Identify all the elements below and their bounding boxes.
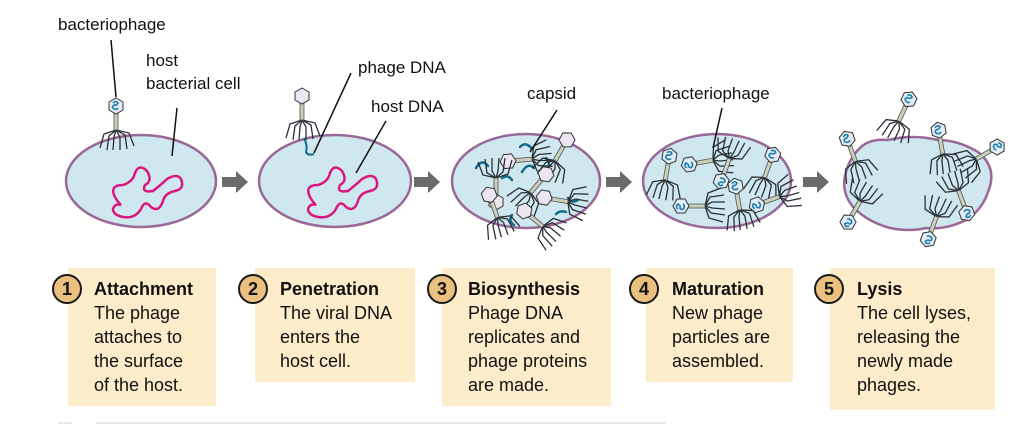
label-host-dna: host DNA xyxy=(371,97,444,116)
step-title: Maturation xyxy=(672,279,764,299)
step-badge-5: 5 xyxy=(814,274,844,304)
label-bacteriophage-2: bacteriophage xyxy=(662,84,770,103)
step-description: Phage DNA replicates and phage proteins … xyxy=(468,303,588,395)
cell-lysis xyxy=(827,84,1014,253)
step-badge-2: 2 xyxy=(238,274,268,304)
step-title: Attachment xyxy=(94,279,194,299)
lytic-cycle-diagram: bacteriophage host bacterial cell phage … xyxy=(58,15,1014,253)
step-text-lysis: Lysis The cell lyses, releasing the newl… xyxy=(857,277,971,397)
divider xyxy=(96,422,666,424)
step-box-penetration xyxy=(255,268,415,382)
step-description: The viral DNA enters the host cell. xyxy=(280,303,393,371)
step-box-biosynthesis xyxy=(442,268,611,406)
step-text-attachment: Attachment The phage attaches to the sur… xyxy=(94,277,193,397)
step-badge-1: 1 xyxy=(52,274,82,304)
step-box-lysis xyxy=(830,268,995,410)
step-text-maturation: Maturation New phage particles are assem… xyxy=(672,277,770,373)
arrow-icon xyxy=(222,171,248,193)
host-dna xyxy=(306,166,379,219)
arrow-icon xyxy=(606,171,632,193)
cell-attachment xyxy=(64,97,218,229)
cell-biosynthesis xyxy=(450,124,602,253)
label-phage-dna: phage DNA xyxy=(358,58,447,77)
divider xyxy=(58,422,72,424)
arrow-icon xyxy=(414,171,440,193)
step-box-maturation xyxy=(646,268,793,382)
step-text-biosynthesis: Biosynthesis Phage DNA replicates and ph… xyxy=(468,277,587,397)
step-title: Penetration xyxy=(280,279,380,299)
step-description: The cell lyses, releasing the newly made… xyxy=(857,303,972,395)
cell-maturation xyxy=(641,132,805,234)
label-bacteriophage: bacteriophage xyxy=(58,15,166,34)
arrow-icon xyxy=(803,171,829,193)
label-bacterial-cell: bacterial cell xyxy=(146,74,241,93)
label-capsid: capsid xyxy=(527,84,576,103)
empty-phage-icon xyxy=(285,87,321,141)
step-description: The phage attaches to the surface of the… xyxy=(94,303,184,395)
step-box-attachment xyxy=(68,268,216,406)
step-badge-4: 4 xyxy=(629,274,659,304)
step-description: New phage particles are assembled. xyxy=(672,303,771,371)
step-text-penetration: Penetration The viral DNA enters the hos… xyxy=(280,277,392,373)
label-host: host xyxy=(146,51,178,70)
step-badge-3: 3 xyxy=(427,274,457,304)
cell-penetration xyxy=(257,87,413,229)
step-title: Biosynthesis xyxy=(468,279,581,299)
phage-dna xyxy=(303,137,315,156)
step-title: Lysis xyxy=(857,279,903,299)
host-dna xyxy=(111,166,184,219)
